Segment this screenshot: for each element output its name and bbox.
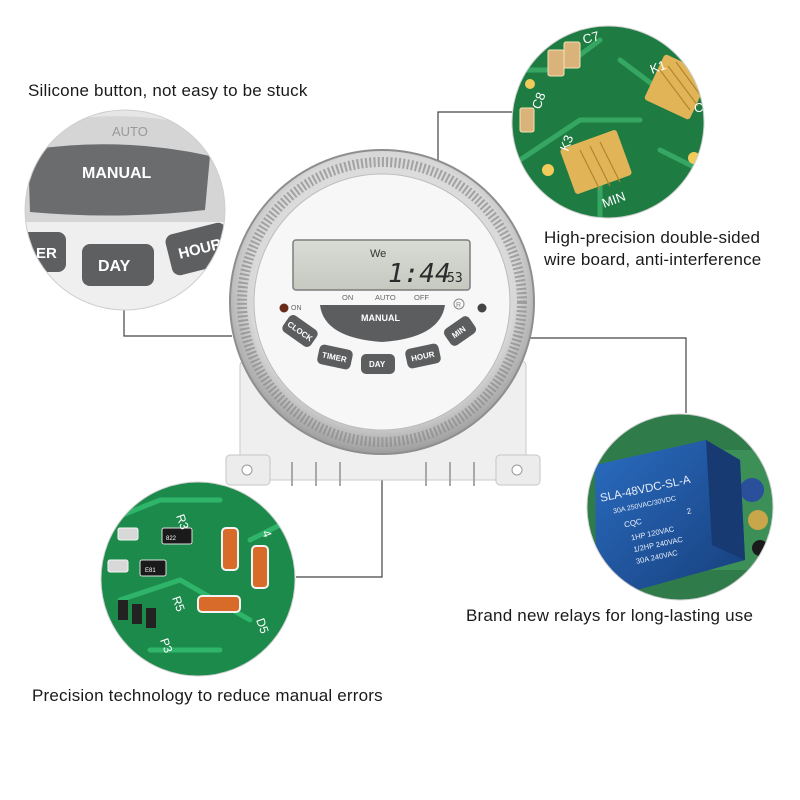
manual-button[interactable]: [320, 305, 445, 342]
zoom-day-button: [82, 244, 154, 286]
clock-button[interactable]: CLOCK: [280, 313, 319, 349]
caption-wire-board-line1: High-precision double-sided: [544, 228, 761, 247]
zoom-day-label: DAY: [98, 258, 131, 275]
mode-auto-label: AUTO: [375, 293, 396, 302]
pcb-label-k3: K3: [557, 133, 577, 153]
reset-led: [477, 303, 487, 313]
lcd-display: [292, 239, 471, 291]
pcb-label-p3: P3: [157, 636, 175, 655]
zoom-timer-button: [25, 232, 66, 272]
caption-relays: Brand new relays for long-lasting use: [466, 606, 754, 625]
zoom-timer-label: ER: [36, 245, 57, 262]
caption-wire-board-line2: wire board, anti-interference: [544, 250, 762, 269]
relay-num-label: 2: [686, 506, 693, 516]
pcb-label-4: 4: [259, 528, 275, 539]
pcb-chip2-label: E81: [145, 568, 156, 574]
on-indicator-label: ON: [291, 305, 302, 312]
zoom-pcb-bottom-circle: R3 4 822 E81 R5 P3 D5: [101, 482, 295, 676]
caption-silicone-button: Silicone button, not easy to be stuck: [28, 81, 308, 100]
zoom-buttons-circle: AUTO MANUAL ER DAY HOUR: [25, 110, 225, 310]
timer-device: We 1:44 53 ON R ON AUTO OFF MANUAL CLOCK…: [225, 149, 541, 486]
min-button[interactable]: MIN: [442, 314, 478, 348]
timer-button[interactable]: TIMER: [316, 344, 353, 371]
day-button-label: DAY: [369, 360, 386, 369]
day-button[interactable]: DAY: [361, 354, 395, 374]
zoom-auto-label: AUTO: [112, 124, 148, 139]
pcb-chip1-label: 822: [166, 536, 177, 542]
on-led: [279, 303, 289, 313]
hour-button[interactable]: HOUR: [404, 343, 441, 370]
display-day: We: [370, 248, 386, 260]
manual-button-label: MANUAL: [361, 313, 400, 323]
zoom-manual-button: [28, 144, 210, 216]
mode-off-label: OFF: [414, 293, 429, 302]
pcb-label-k1: K1: [648, 57, 668, 77]
mode-on-label: ON: [342, 293, 353, 302]
zoom-pcb-top-circle: C7 K1 C8 K3 MIN C: [512, 26, 704, 218]
zoom-manual-label: MANUAL: [82, 165, 152, 182]
pcb-label-r5: R5: [169, 594, 188, 614]
display-seconds: 53: [447, 271, 463, 286]
connector-lines: [123, 111, 687, 578]
pcb-label-c8: C8: [529, 90, 549, 111]
relay-cert-label: CQC: [623, 517, 642, 530]
pcb-label-d5: D5: [253, 616, 272, 636]
reset-mark: R: [456, 302, 461, 309]
pcb-label-c7: C7: [581, 28, 601, 47]
pcb-label-r3: R3: [173, 512, 192, 532]
pcb-label-c: C: [694, 100, 703, 115]
zoom-relay-circle: SLA-48VDC-SL-A 30A 250VAC/30VDC CQC 2 1H…: [587, 414, 773, 600]
display-time: 1:44: [388, 259, 451, 289]
relay-body: [595, 440, 745, 592]
caption-precision: Precision technology to reduce manual er…: [32, 686, 383, 705]
